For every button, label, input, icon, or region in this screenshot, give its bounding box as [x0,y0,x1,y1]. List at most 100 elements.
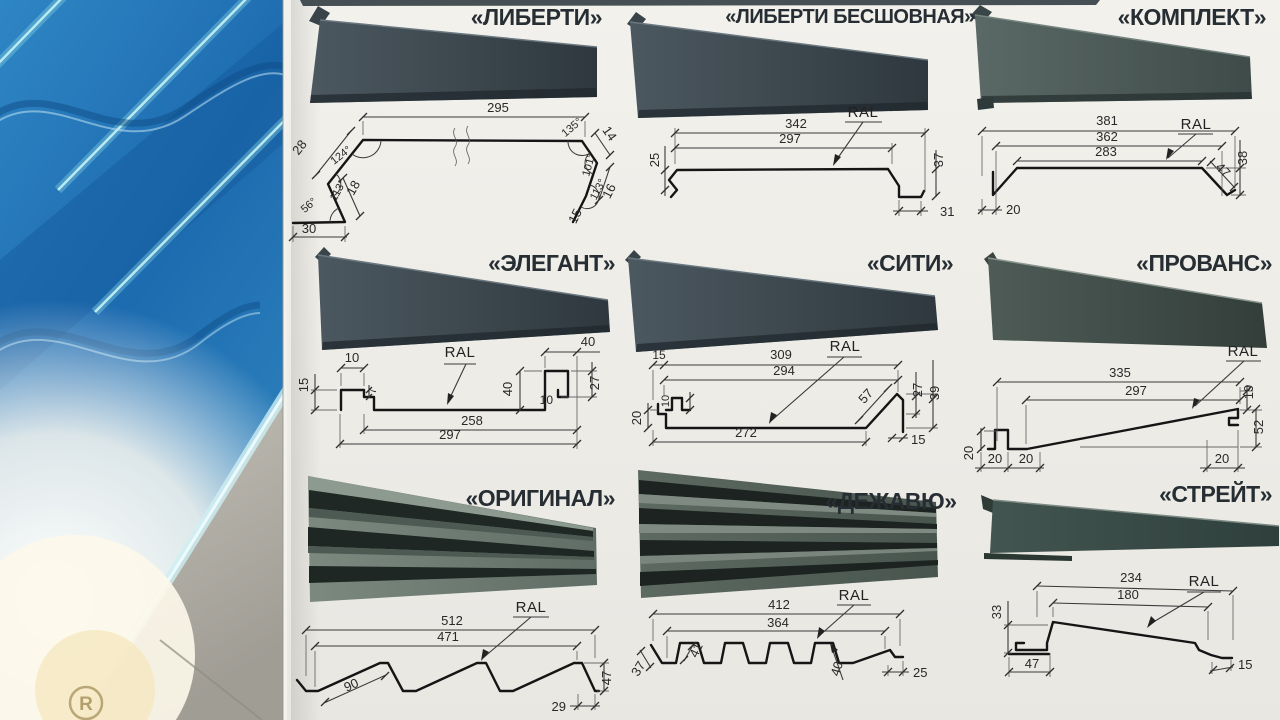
panel-dejavu-drawing: RAL 412 364 37 41 40 25 [628,587,927,681]
dim-w1: 412 [768,597,790,612]
gray-corner [75,390,287,720]
extension-lines [292,121,586,242]
dim-a5: 101° [580,153,597,178]
dim-h1: 47 [599,671,614,685]
dim-w: 295 [487,100,509,115]
leader-arrow [833,154,841,166]
dim-h1: 20 [629,411,644,425]
dim-t2: 40 [581,334,595,349]
dim-b1: 20 [988,451,1002,466]
dim-w2: 362 [1096,129,1118,144]
panel-title-elegant: «ЭЛЕГАНТ» [488,250,615,276]
dimension-ticks [310,347,597,449]
panel-liberti-besshovnaya-photo [627,12,929,118]
dim-w3: 272 [735,425,757,440]
registered-mark-letter: R [79,694,93,715]
dimension-ticks [636,609,908,677]
panel-title-original: «ОРИГИНАЛ» [465,485,615,511]
dim-h1: 15 [296,378,311,392]
dim-h1: 40 [827,660,846,678]
profile-outline [656,392,905,434]
dim-h3: 39 [927,386,942,400]
ral-label: RAL [1228,343,1259,360]
top-crop-sliver [300,0,1100,6]
panel-dejavu-photo [638,470,938,598]
dimension-lines [639,604,909,681]
panel-original-drawing: RAL 512 471 90 47 29 [295,599,614,714]
dimension-ticks [643,360,938,447]
panel-provans-photo [984,252,1267,348]
profile-outline [291,138,599,225]
leader-arrow [1166,148,1174,160]
registered-trademark-icon: R [68,685,104,720]
dim-w2: 297 [1125,383,1147,398]
dim-s2: 10 [540,393,554,407]
profile-outline [1007,620,1234,660]
dim-h1: 33 [989,605,1004,619]
warm-glow-core [35,630,155,720]
panel-liberti-photo [309,6,598,103]
dim-b1: 31 [940,204,954,219]
dim-w1: 342 [785,116,807,131]
panel-komplekt-drawing: RAL 381 362 283 47 38 20 [977,113,1250,217]
dim-d1: 90 [341,675,360,695]
dim-s3: 14 [599,123,620,143]
ral-label: RAL [516,599,547,616]
panel-siti-photo [625,250,938,352]
dim-b1: 20 [1006,202,1020,217]
dim-w1: 381 [1096,113,1118,128]
dim-d1: 37 [628,659,648,679]
dim-h2: 27 [910,383,925,397]
dimension-lines [293,116,611,238]
dim-w1: 512 [441,613,463,628]
extension-lines [650,370,938,446]
profile-outline [986,407,1240,451]
extension-lines [980,387,1262,472]
dim-t1: 15 [652,348,666,362]
dimension-ticks [976,377,1261,473]
leader-arrow [817,627,825,639]
panel-title-liberti: «ЛИБЕРТИ» [470,4,603,30]
dimension-ticks [301,625,609,711]
dim-w2: 180 [1117,587,1139,602]
dim-b1: 29 [552,699,566,714]
panel-title-komplekt: «КОМПЛЕКТ» [1117,4,1267,30]
dim-b2: 15 [1238,657,1252,672]
dim-b2: 20 [1019,451,1033,466]
panel-title-streit: «СТРЕЙТ» [1159,481,1272,507]
profile-outline [667,167,926,199]
dim-w1: 258 [461,413,483,428]
extension-lines [981,136,1246,215]
extension-lines [652,619,904,676]
dim-w2: 294 [773,363,795,378]
panel-original-photo [308,476,597,602]
dim-w2: 297 [779,131,801,146]
dim-d2: 41 [686,640,706,659]
ral-label: RAL [848,104,879,121]
dim-s1: 7 [367,388,379,394]
dimension-ticks [288,112,615,242]
dim-b1: 25 [913,665,927,680]
dim-w2: 471 [437,629,459,644]
dimension-lines [306,616,605,707]
leader-arrow [481,649,489,661]
dimension-ticks [1003,581,1238,677]
dim-b1: 47 [1025,656,1039,671]
dim-w1: 234 [1120,570,1142,585]
dim-h2: 37 [931,153,946,167]
dim-w1: 309 [770,347,792,362]
leader-arrow [1147,616,1156,628]
panel-title-dejavu: «ДЕЖАВЮ» [825,488,957,514]
dim-w2: 364 [767,615,789,630]
dim-b3: 20 [1215,451,1229,466]
dim-s1: 10 [660,395,672,407]
extension-lines [305,635,609,710]
ral-label: RAL [830,338,861,355]
dim-s4: 16 [599,181,619,201]
dim-s2: 18 [343,178,363,198]
panel-streit-drawing: RAL 234 180 33 47 15 [989,570,1252,677]
dim-h2: 52 [1251,420,1266,434]
panel-streit-photo [981,495,1280,561]
panel-title-liberti-besshovnaya: «ЛИБЕРТИ БЕСШОВНАЯ» [725,6,975,28]
